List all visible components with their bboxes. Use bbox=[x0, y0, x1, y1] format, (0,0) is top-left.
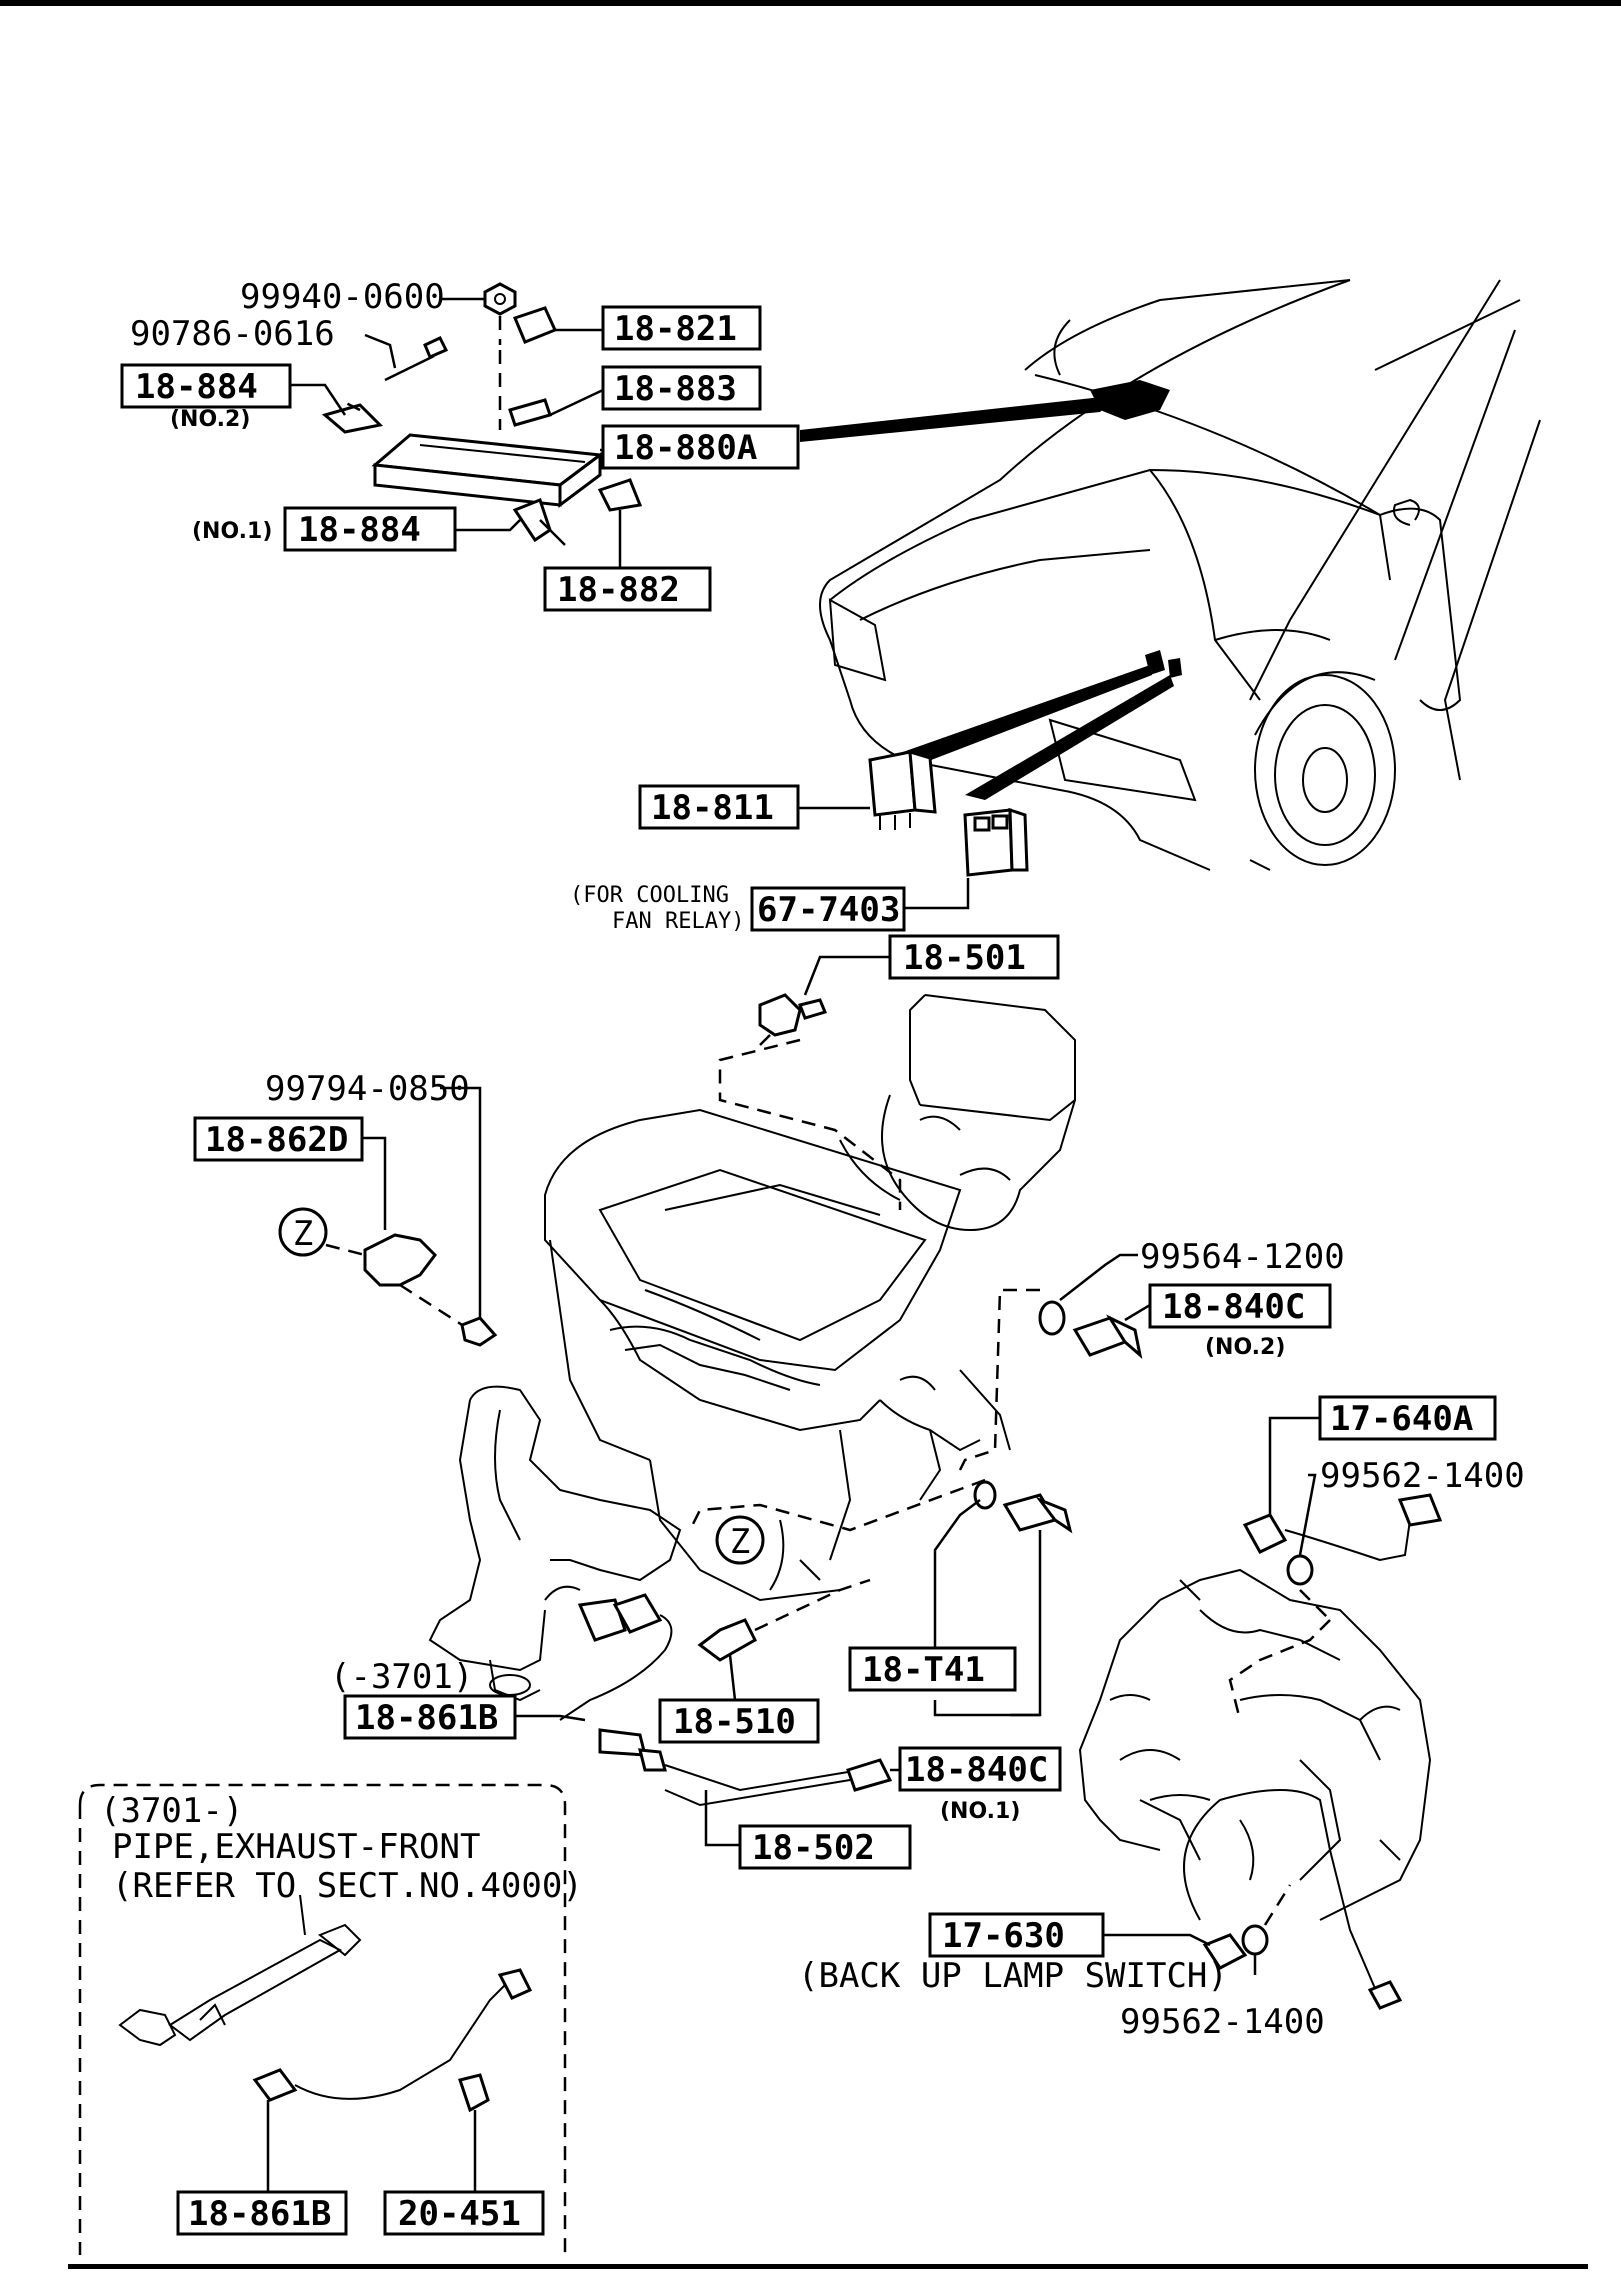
switch-17-630 bbox=[1202, 1933, 1248, 1970]
bolt-99794-0850 bbox=[460, 1316, 498, 1347]
leader-wedge-ecu bbox=[800, 395, 1120, 442]
label-17-640a[interactable]: 17-640A bbox=[1330, 1399, 1473, 1439]
relay-67-7403 bbox=[963, 807, 1029, 877]
part-number-99794-0850: 99794-0850 bbox=[265, 1069, 470, 1109]
transmission bbox=[1078, 1568, 1432, 1921]
label-18-502[interactable]: 18-502 bbox=[752, 1828, 875, 1868]
note-backup-lamp: (BACK UP LAMP SWITCH) bbox=[798, 1956, 1228, 1996]
label-18-862d[interactable]: 18-862D bbox=[205, 1120, 348, 1160]
ref-z-circle-left: Z bbox=[278, 1207, 328, 1257]
label-18-t41[interactable]: 18-T41 bbox=[862, 1650, 985, 1690]
part-number-99562-1400-b: 99562-1400 bbox=[1120, 2002, 1325, 2042]
label-18-884-no2[interactable]: 18-884 bbox=[135, 367, 258, 407]
switch-17-640a bbox=[1242, 1513, 1288, 1554]
ref-z-icon: Z bbox=[730, 1522, 750, 1562]
car-illustration bbox=[819, 279, 1541, 871]
label-18-882[interactable]: 18-882 bbox=[557, 570, 680, 610]
inset-exhaust-pipe bbox=[118, 1894, 533, 2113]
part-number-99562-1400-a: 99562-1400 bbox=[1320, 1456, 1525, 1496]
note-no2-a: (NO.2) bbox=[170, 407, 250, 432]
ref-z-icon: Z bbox=[293, 1214, 313, 1254]
washer-99562-1400-a bbox=[1286, 1554, 1314, 1586]
washer-99562-1400-b bbox=[1241, 1924, 1269, 1956]
label-18-861b-inset[interactable]: 18-861B bbox=[188, 2194, 331, 2234]
label-17-630[interactable]: 17-630 bbox=[942, 1916, 1065, 1956]
note-serial-upto: (-3701) bbox=[330, 1657, 473, 1697]
note-cooling-line1: (FOR COOLING bbox=[570, 883, 729, 908]
sensor-18-510 bbox=[697, 1618, 757, 1662]
ecu-assembly bbox=[321, 282, 643, 546]
top-rule bbox=[0, 0, 1621, 6]
label-18-811[interactable]: 18-811 bbox=[651, 788, 774, 828]
label-18-883[interactable]: 18-883 bbox=[614, 369, 737, 409]
note-no1-b: (NO.1) bbox=[940, 1799, 1020, 1824]
bottom-rule bbox=[68, 2264, 1588, 2269]
leader-wedge-relay1 bbox=[880, 665, 1152, 772]
label-18-884-no1[interactable]: 18-884 bbox=[298, 510, 421, 550]
label-18-840c-no1[interactable]: 18-840C bbox=[905, 1750, 1048, 1790]
bracket-18-862d bbox=[363, 1233, 437, 1287]
engine-block bbox=[428, 994, 1076, 1702]
note-no1-a: (NO.1) bbox=[192, 519, 272, 544]
part-number-99940-0600: 99940-0600 bbox=[240, 277, 445, 317]
part-number-99564-1200: 99564-1200 bbox=[1140, 1237, 1345, 1277]
leader-wedge-relay2 bbox=[965, 675, 1174, 800]
label-67-7403[interactable]: 67-7403 bbox=[757, 890, 900, 930]
label-18-880a[interactable]: 18-880A bbox=[614, 428, 757, 468]
label-18-840c-no2[interactable]: 18-840C bbox=[1162, 1287, 1305, 1327]
note-no2-b: (NO.2) bbox=[1205, 1335, 1285, 1360]
label-18-821[interactable]: 18-821 bbox=[614, 309, 737, 349]
washer-99564-1200 bbox=[1038, 1300, 1066, 1336]
sensor-18-501 bbox=[758, 993, 802, 1037]
inset-serial: (3701-) bbox=[100, 1791, 243, 1831]
ref-z-circle-center: Z bbox=[715, 1515, 765, 1565]
relay-18-811 bbox=[868, 749, 937, 830]
part-number-90786-0616: 90786-0616 bbox=[130, 314, 335, 354]
sensor-18-861b bbox=[577, 1598, 627, 1642]
label-18-510[interactable]: 18-510 bbox=[673, 1702, 796, 1742]
inset-title-line1: PIPE,EXHAUST-FRONT bbox=[112, 1827, 480, 1867]
label-20-451[interactable]: 20-451 bbox=[398, 2194, 521, 2234]
label-18-501[interactable]: 18-501 bbox=[903, 938, 1026, 978]
inset-frame bbox=[78, 1783, 567, 2255]
note-cooling-line2: FAN RELAY) bbox=[612, 909, 744, 934]
label-18-861b[interactable]: 18-861B bbox=[355, 1698, 498, 1738]
inset-title-line2: (REFER TO SECT.NO.4000) bbox=[112, 1866, 583, 1906]
